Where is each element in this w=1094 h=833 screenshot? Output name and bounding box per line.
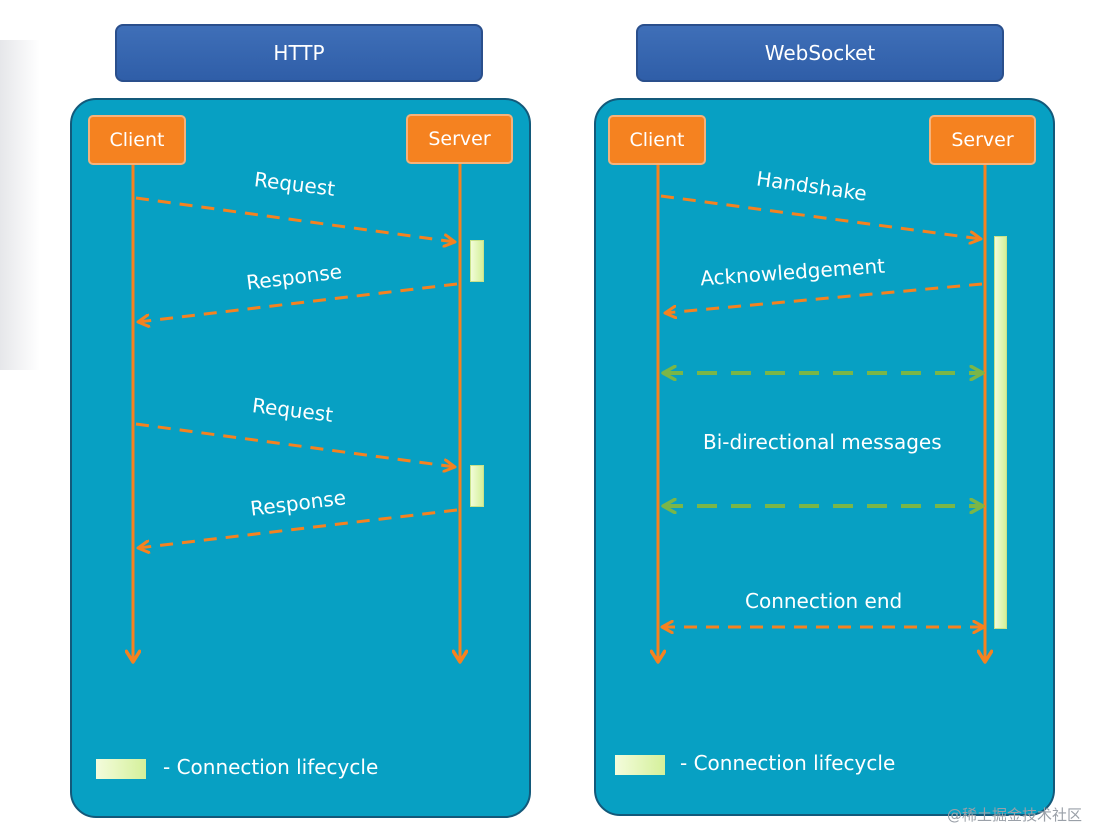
watermark: @稀土掘金技术社区 bbox=[946, 806, 1082, 824]
websocket-legend-label: - Connection lifecycle bbox=[680, 751, 896, 775]
websocket-bidirectional-label: Bi-directional messages bbox=[703, 430, 942, 454]
left-edge-shade bbox=[0, 40, 40, 370]
websocket-connection-end-label: Connection end bbox=[745, 589, 903, 613]
http-legend-label: - Connection lifecycle bbox=[163, 755, 379, 779]
http-request-arrow-1 bbox=[135, 196, 455, 242]
http-request-arrow-2 bbox=[135, 422, 455, 467]
http-response-arrow-1 bbox=[138, 282, 458, 322]
websocket-legend-swatch bbox=[615, 755, 665, 775]
websocket-client-box: Client bbox=[608, 115, 706, 165]
websocket-handshake-arrow bbox=[660, 194, 981, 239]
websocket-server-box: Server bbox=[929, 115, 1036, 165]
http-connection-bar-1 bbox=[470, 240, 484, 282]
websocket-connection-bar bbox=[994, 236, 1007, 629]
websocket-title: WebSocket bbox=[636, 24, 1004, 82]
http-legend-swatch bbox=[96, 759, 146, 779]
http-response-arrow-2 bbox=[138, 508, 458, 548]
http-connection-bar-2 bbox=[470, 465, 484, 507]
http-title: HTTP bbox=[115, 24, 483, 82]
http-client-box: Client bbox=[88, 115, 186, 165]
http-server-box: Server bbox=[406, 114, 513, 164]
http-panel bbox=[70, 98, 531, 818]
websocket-acknowledgement-arrow bbox=[665, 282, 983, 313]
